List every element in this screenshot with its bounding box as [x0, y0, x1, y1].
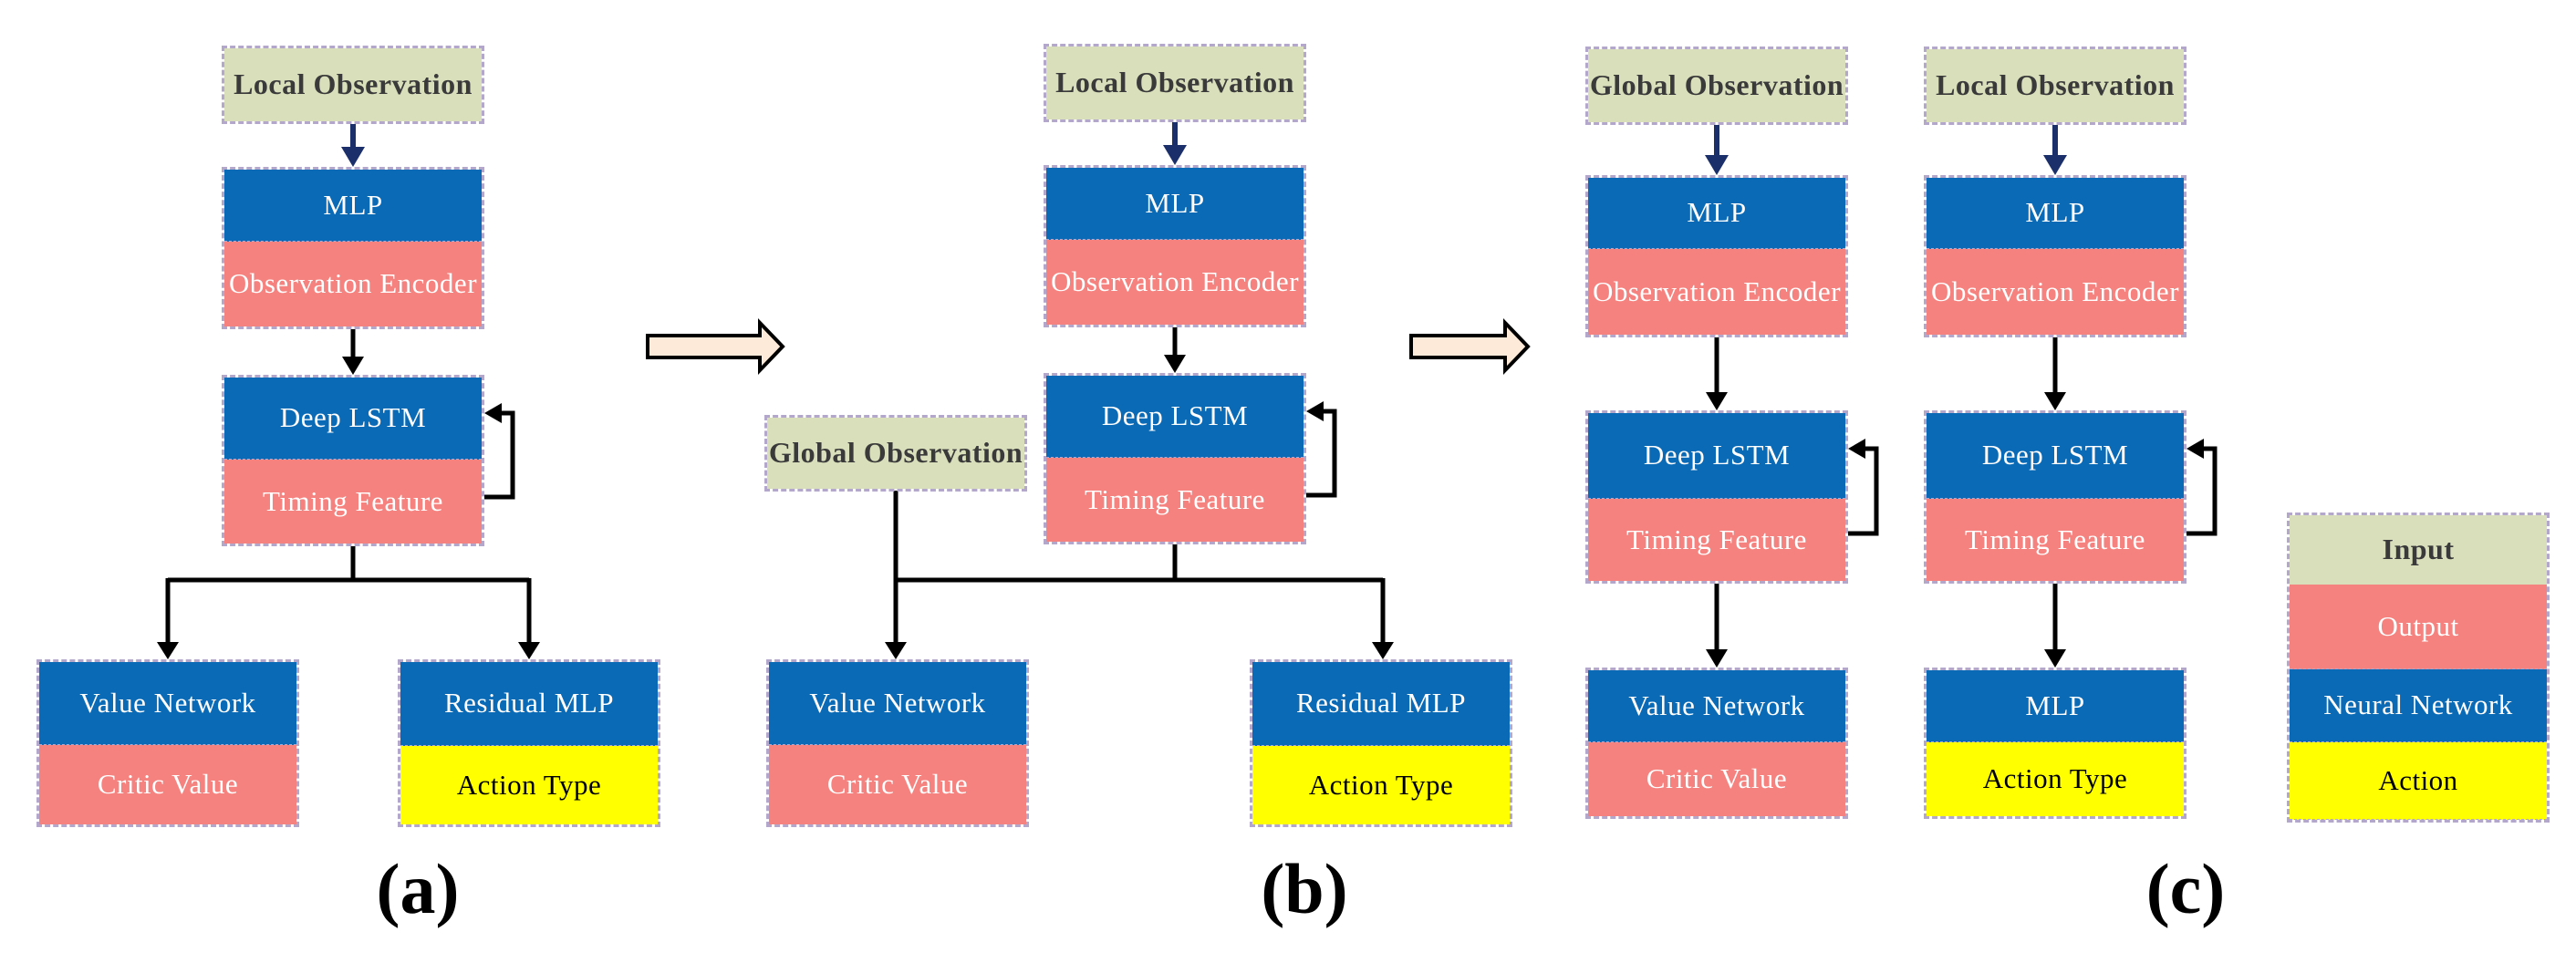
- panel-c-actor-encoder-box: MLP Observation Encoder: [1924, 175, 2186, 337]
- panel-a-lstm-box: Deep LSTM Timing Feature: [222, 375, 484, 546]
- panel-b-encoder-network-label: MLP: [1046, 168, 1304, 240]
- panel-c-actor-encoder-network-label: MLP: [1927, 178, 2184, 249]
- panel-b-input-box: Local Observation: [1044, 44, 1306, 122]
- panel-c-critic-lstm-output-label: Timing Feature: [1588, 499, 1845, 581]
- panel-a-encoder-to-lstm-arrow: [342, 329, 364, 375]
- panel-a-lstm-output-label: Timing Feature: [224, 460, 482, 544]
- panel-c-critic-encoder-box: MLP Observation Encoder: [1585, 175, 1848, 337]
- legend: Input Output Neural Network Action: [2287, 513, 2550, 823]
- panel-b-input-label: Local Observation: [1046, 47, 1304, 119]
- panel-c-critic-input-arrow: [1705, 125, 1729, 175]
- panel-c-actor-input-label: Local Observation: [1927, 49, 2184, 122]
- panel-b-global-input-label: Global Observation: [767, 418, 1024, 489]
- panel-b-branch-lines: [885, 491, 1394, 659]
- panel-b-critic-box: Value Network Critic Value: [766, 659, 1029, 827]
- panel-c-critic-encoder-to-lstm-arrow: [1706, 337, 1728, 410]
- panel-c-critic-lstm-box: Deep LSTM Timing Feature: [1585, 410, 1848, 584]
- panel-a-lstm-network-label: Deep LSTM: [224, 378, 482, 460]
- legend-item-neural-network: Neural Network: [2290, 669, 2547, 742]
- panel-b-lstm-box: Deep LSTM Timing Feature: [1044, 373, 1306, 544]
- panel-b-tag: (b): [1261, 849, 1348, 928]
- panel-c-actor-encoder-output-label: Observation Encoder: [1927, 249, 2184, 335]
- panel-a-input-arrow: [341, 124, 365, 167]
- panel-c-actor-out-network-label: MLP: [1927, 670, 2184, 742]
- panel-b-encoder-output-label: Observation Encoder: [1046, 240, 1304, 325]
- panel-c-critic-input-box: Global Observation: [1585, 47, 1848, 125]
- panel-a-encoder-output-label: Observation Encoder: [224, 242, 482, 326]
- legend-item-action: Action: [2290, 742, 2547, 820]
- panel-c-critic-out-network-label: Value Network: [1588, 670, 1845, 742]
- panel-c-actor-lstm-output-label: Timing Feature: [1927, 499, 2184, 581]
- panel-a-critic-output-label: Critic Value: [39, 745, 296, 824]
- panel-a-input-box: Local Observation: [222, 46, 484, 124]
- flow-arrow-a-to-b-icon: [646, 318, 785, 375]
- panel-c-critic-encoder-network-label: MLP: [1588, 178, 1845, 249]
- panel-b-encoder-box: MLP Observation Encoder: [1044, 165, 1306, 327]
- panel-a-recurrent-loop-arrow: [484, 403, 515, 500]
- panel-c-actor-encoder-to-lstm-arrow: [2044, 337, 2066, 410]
- panel-c-critic-input-label: Global Observation: [1588, 49, 1845, 122]
- panel-c-critic-recurrent-loop-arrow: [1848, 439, 1879, 536]
- panel-b-global-input-box: Global Observation: [764, 415, 1027, 492]
- panel-a-actor-network-label: Residual MLP: [400, 662, 658, 746]
- panel-c-critic-encoder-output-label: Observation Encoder: [1588, 249, 1845, 335]
- panel-b-encoder-to-lstm-arrow: [1164, 327, 1186, 373]
- panel-c-actor-out-arrow: [2044, 584, 2066, 668]
- panel-a-encoder-network-label: MLP: [224, 170, 482, 242]
- panel-a-branch-lines: [157, 546, 540, 659]
- panel-c-actor-lstm-network-label: Deep LSTM: [1927, 413, 2184, 499]
- panel-c-actor-input-box: Local Observation: [1924, 47, 2186, 125]
- panel-c-tag: (c): [2145, 849, 2226, 928]
- panel-c-actor-out-box: MLP Action Type: [1924, 668, 2186, 819]
- panel-b-actor-network-label: Residual MLP: [1252, 662, 1510, 746]
- panel-c-actor-lstm-box: Deep LSTM Timing Feature: [1924, 410, 2186, 584]
- panel-c-critic-out-arrow: [1706, 584, 1728, 668]
- panel-c-critic-out-output-label: Critic Value: [1588, 742, 1845, 816]
- panel-a-input-label: Local Observation: [224, 48, 482, 121]
- panel-b-recurrent-loop-arrow: [1306, 401, 1337, 498]
- panel-b-input-arrow: [1163, 122, 1187, 165]
- panel-a-actor-box: Residual MLP Action Type: [398, 659, 660, 827]
- panel-b-actor-action-label: Action Type: [1252, 746, 1510, 824]
- panel-b-critic-output-label: Critic Value: [769, 745, 1026, 824]
- panel-c-actor-recurrent-loop-arrow: [2186, 439, 2218, 536]
- panel-a-tag: (a): [376, 849, 460, 928]
- panel-b-critic-network-label: Value Network: [769, 662, 1026, 745]
- panel-b-lstm-network-label: Deep LSTM: [1046, 376, 1304, 458]
- panel-b-lstm-output-label: Timing Feature: [1046, 458, 1304, 542]
- panel-a-actor-action-label: Action Type: [400, 746, 658, 824]
- panel-c-actor-action-label: Action Type: [1927, 742, 2184, 816]
- legend-item-output: Output: [2290, 585, 2547, 669]
- panel-a-encoder-box: MLP Observation Encoder: [222, 167, 484, 329]
- panel-a-critic-network-label: Value Network: [39, 662, 296, 745]
- panel-c-critic-out-box: Value Network Critic Value: [1585, 668, 1848, 819]
- flow-arrow-b-to-c-icon: [1409, 318, 1531, 375]
- legend-item-input: Input: [2290, 515, 2547, 585]
- panel-a-critic-box: Value Network Critic Value: [36, 659, 299, 827]
- panel-c-actor-input-arrow: [2043, 125, 2067, 175]
- panel-c-critic-lstm-network-label: Deep LSTM: [1588, 413, 1845, 499]
- panel-b-actor-box: Residual MLP Action Type: [1250, 659, 1512, 827]
